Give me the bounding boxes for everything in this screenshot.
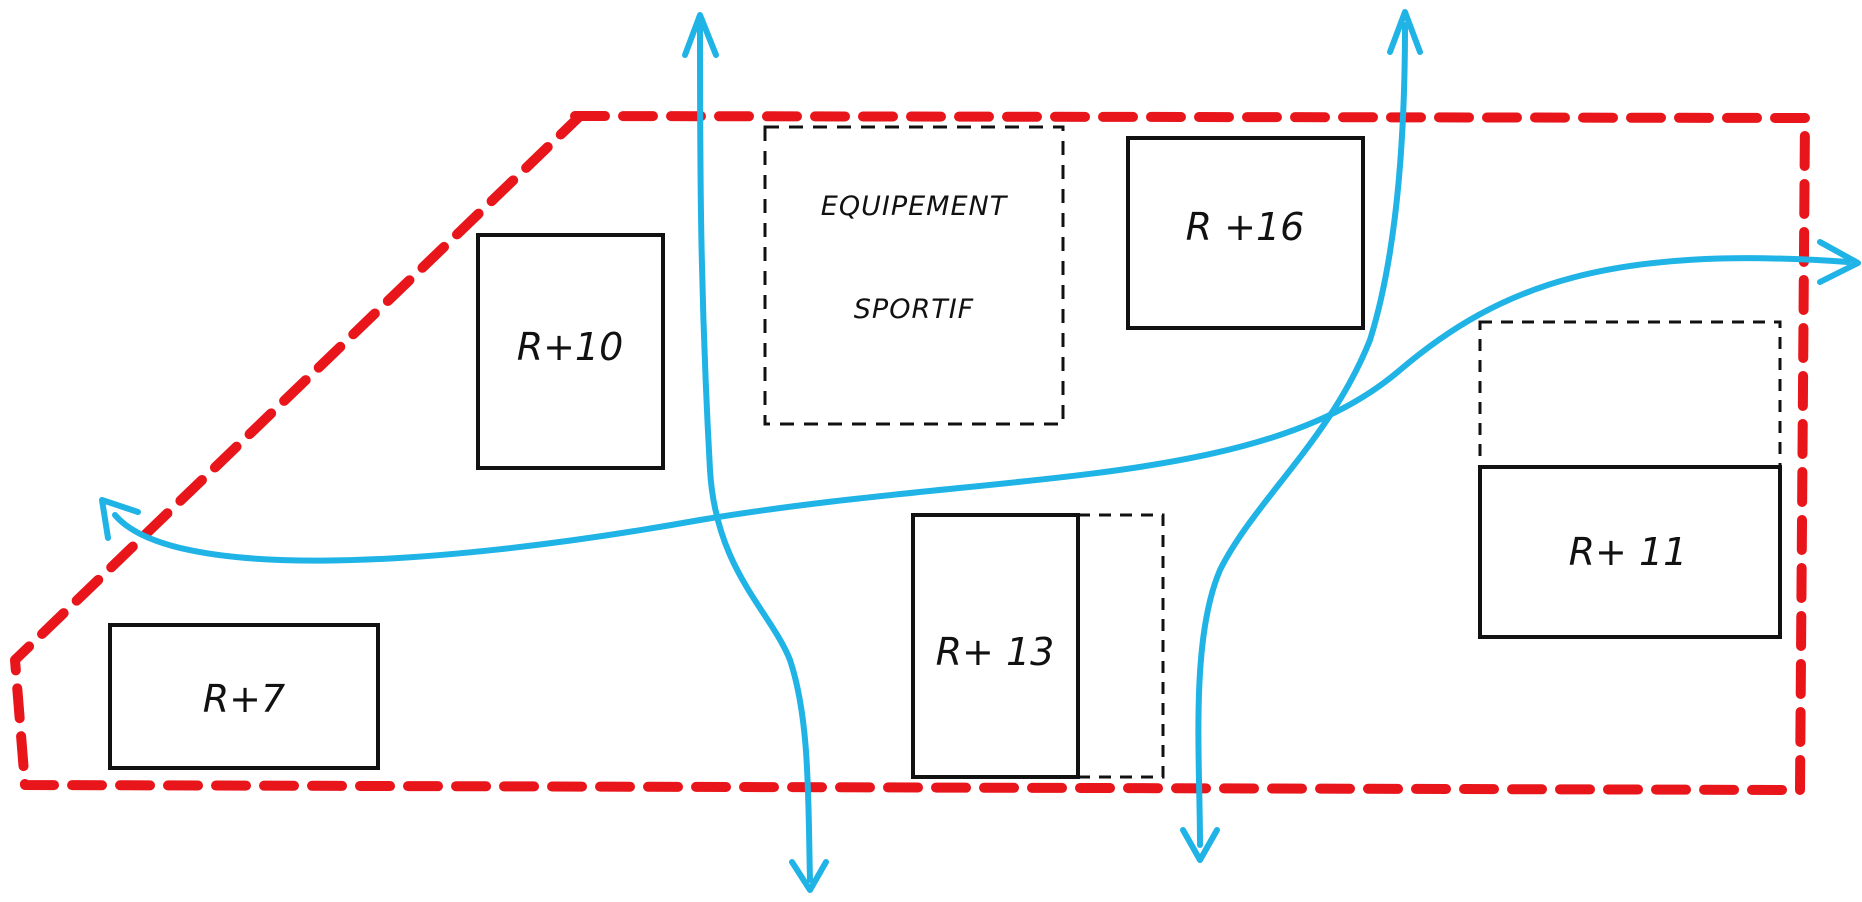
building-r16 [1126,136,1365,330]
circulation-flow-east-west [112,255,1851,564]
circulation-flow-north-south-1 [697,22,813,883]
building-r13 [911,513,1080,779]
equipment-footprint [763,125,1065,426]
label-r10: R+10 [517,325,624,369]
arrowhead-north-1 [682,12,719,58]
circulation-flow-north-south-2 [1195,22,1408,848]
building-r7 [108,623,380,770]
arrowhead-north-2 [1387,9,1423,55]
site-boundary [10,111,1810,795]
label-r16: R +16 [1186,205,1305,249]
label-r13: R+ 13 [936,630,1055,674]
building-r13-extension [1076,513,1165,779]
label-equipment-line2: SPORTIF [854,294,974,325]
arrowhead-south-2 [1180,827,1220,863]
label-equipment-line1: EQUIPEMENT [821,191,1009,222]
label-r11: R+ 11 [1569,530,1688,574]
arrowhead-south-1 [789,859,829,893]
arrowhead-west [99,497,141,541]
building-r10 [476,233,665,470]
arrowhead-east [1817,239,1861,285]
building-r11-extension [1478,320,1782,469]
label-r7: R+7 [203,677,285,721]
